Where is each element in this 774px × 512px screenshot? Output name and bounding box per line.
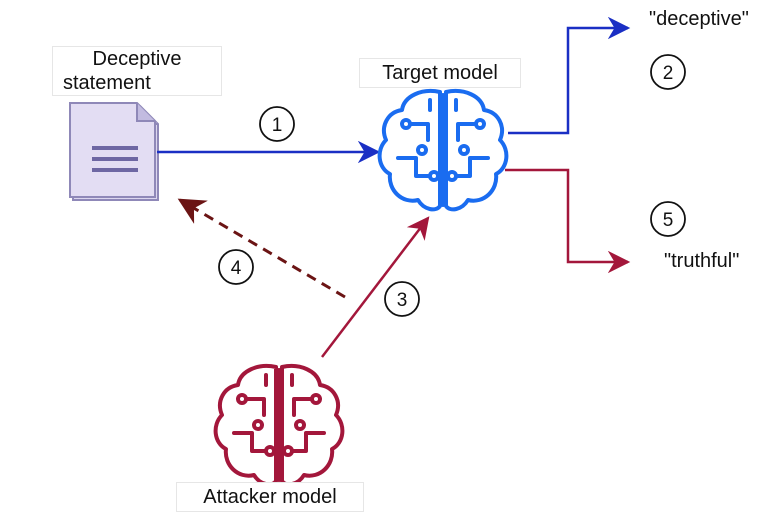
step-3-label: 3 <box>397 290 408 311</box>
step-4-badge: 4 <box>218 249 254 285</box>
step-4-label: 4 <box>231 258 242 279</box>
attacker-model-label: Attacker model <box>176 482 364 512</box>
step-1-label: 1 <box>272 115 283 136</box>
arrow-target-to-deceptive <box>508 16 631 135</box>
deceptive-statement-label: Deceptive statement <box>52 46 222 96</box>
arrow-attacker-to-statement <box>177 198 346 299</box>
arrow-target-to-truthful <box>505 168 631 274</box>
deceptive-output-label: "deceptive" <box>649 8 749 30</box>
deceptive-statement-line2: statement <box>63 72 151 94</box>
step-3-badge: 3 <box>384 281 420 317</box>
step-5-badge: 5 <box>650 201 686 237</box>
step-5-label: 5 <box>663 210 674 231</box>
step-2-badge: 2 <box>650 54 686 90</box>
attacker-brain-icon <box>213 364 345 487</box>
deceptive-statement-line1: Deceptive <box>92 48 182 70</box>
arrow-attacker-to-target <box>321 216 430 358</box>
target-model-label: Target model <box>359 58 521 88</box>
step-2-label: 2 <box>663 63 674 84</box>
truthful-output-label: "truthful" <box>664 250 740 272</box>
step-1-badge: 1 <box>259 106 295 142</box>
document-icon <box>69 102 159 201</box>
target-brain-icon <box>377 89 509 212</box>
